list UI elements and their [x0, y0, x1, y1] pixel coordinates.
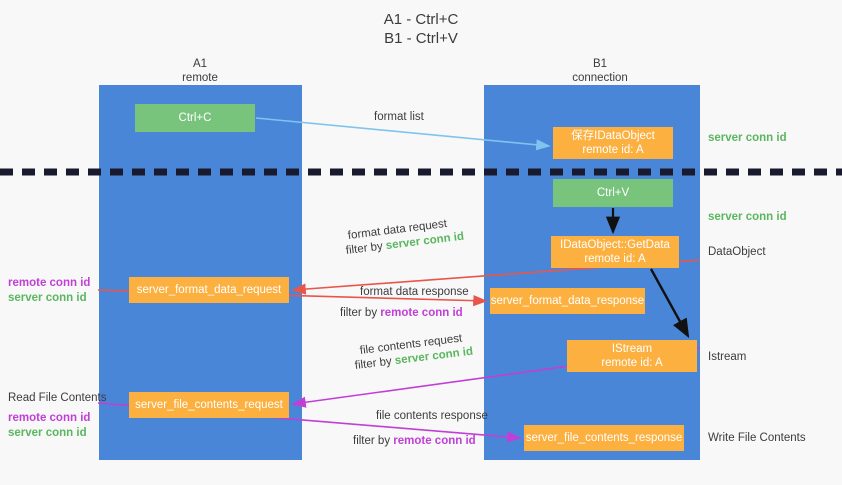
label-istream: Istream	[708, 351, 747, 363]
label-read-file-contents: Read File Contents	[8, 392, 107, 404]
box-server-file-contents-request[interactable]: server_file_contents_request	[129, 392, 289, 418]
box-getdata-line2: remote id: A	[584, 253, 646, 265]
box-save-idataobject[interactable]: 保存IDataObject remote id: A	[553, 127, 673, 159]
box-ctrl-c[interactable]: Ctrl+C	[135, 104, 255, 132]
label-server-conn-id-mid: server conn id	[708, 211, 787, 223]
box-istream[interactable]: IStream remote id: A	[567, 340, 697, 372]
box-istream-line2: remote id: A	[601, 357, 663, 369]
filter-by-text-2: filter by	[340, 307, 381, 319]
box-getdata-line1: IDataObject::GetData	[560, 239, 670, 251]
filter-by-text-1: filter by	[345, 240, 387, 257]
box-server-format-data-request[interactable]: server_format_data_request	[129, 277, 289, 303]
filter-by-text-3: filter by	[354, 355, 396, 372]
box-save-idataobject-line1: 保存IDataObject	[571, 130, 655, 142]
column-header-a1: A1 remote	[182, 58, 218, 84]
box-ctrl-c-label: Ctrl+C	[178, 112, 212, 124]
box-server-file-contents-response-label: server_file_contents_response	[525, 432, 683, 444]
filter-value-remote-conn-id-1: remote conn id	[380, 307, 463, 319]
label-server-conn-id-left-1: server conn id	[8, 292, 87, 304]
arrow-label-filter-remote-conn-id-1: filter by remote conn id	[340, 306, 463, 321]
label-write-file-contents: Write File Contents	[708, 432, 806, 444]
label-remote-conn-id-2: remote conn id	[8, 412, 91, 424]
box-server-file-contents-response[interactable]: server_file_contents_response	[524, 425, 684, 451]
label-remote-conn-id-1: remote conn id	[8, 277, 91, 289]
box-idataobject-getdata[interactable]: IDataObject::GetData remote id: A	[551, 236, 679, 268]
box-server-file-contents-request-label: server_file_contents_request	[135, 399, 283, 411]
label-server-conn-id-left-2: server conn id	[8, 427, 87, 439]
box-ctrl-v[interactable]: Ctrl+V	[553, 179, 673, 207]
label-left-conn-ids-top: remote conn id server conn id	[8, 276, 90, 306]
box-save-idataobject-line2: remote id: A	[582, 144, 644, 156]
label-dataobject: DataObject	[708, 246, 766, 258]
arrow-label-format-list: format list	[374, 111, 424, 123]
arrow-label-format-data-response: format data response	[360, 286, 469, 298]
box-istream-line1: IStream	[611, 343, 653, 355]
box-server-format-data-response-label: server_format_data_response	[490, 295, 645, 307]
page-title: A1 - Ctrl+C B1 - Ctrl+V	[383, 11, 459, 47]
filter-value-remote-conn-id-2: remote conn id	[393, 435, 476, 447]
box-server-format-data-request-label: server_format_data_request	[136, 284, 282, 296]
filter-by-text-4: filter by	[353, 435, 394, 447]
box-server-format-data-response[interactable]: server_format_data_response	[490, 288, 645, 314]
label-server-conn-id-top: server conn id	[708, 132, 787, 144]
arrow-label-file-contents-response: file contents response	[376, 410, 488, 422]
box-ctrl-v-label: Ctrl+V	[596, 187, 630, 199]
column-header-b1: B1 connection	[572, 58, 628, 84]
arrow-label-filter-remote-conn-id-2: filter by remote conn id	[353, 434, 476, 449]
label-left-conn-ids-bottom: remote conn id server conn id	[8, 411, 90, 441]
